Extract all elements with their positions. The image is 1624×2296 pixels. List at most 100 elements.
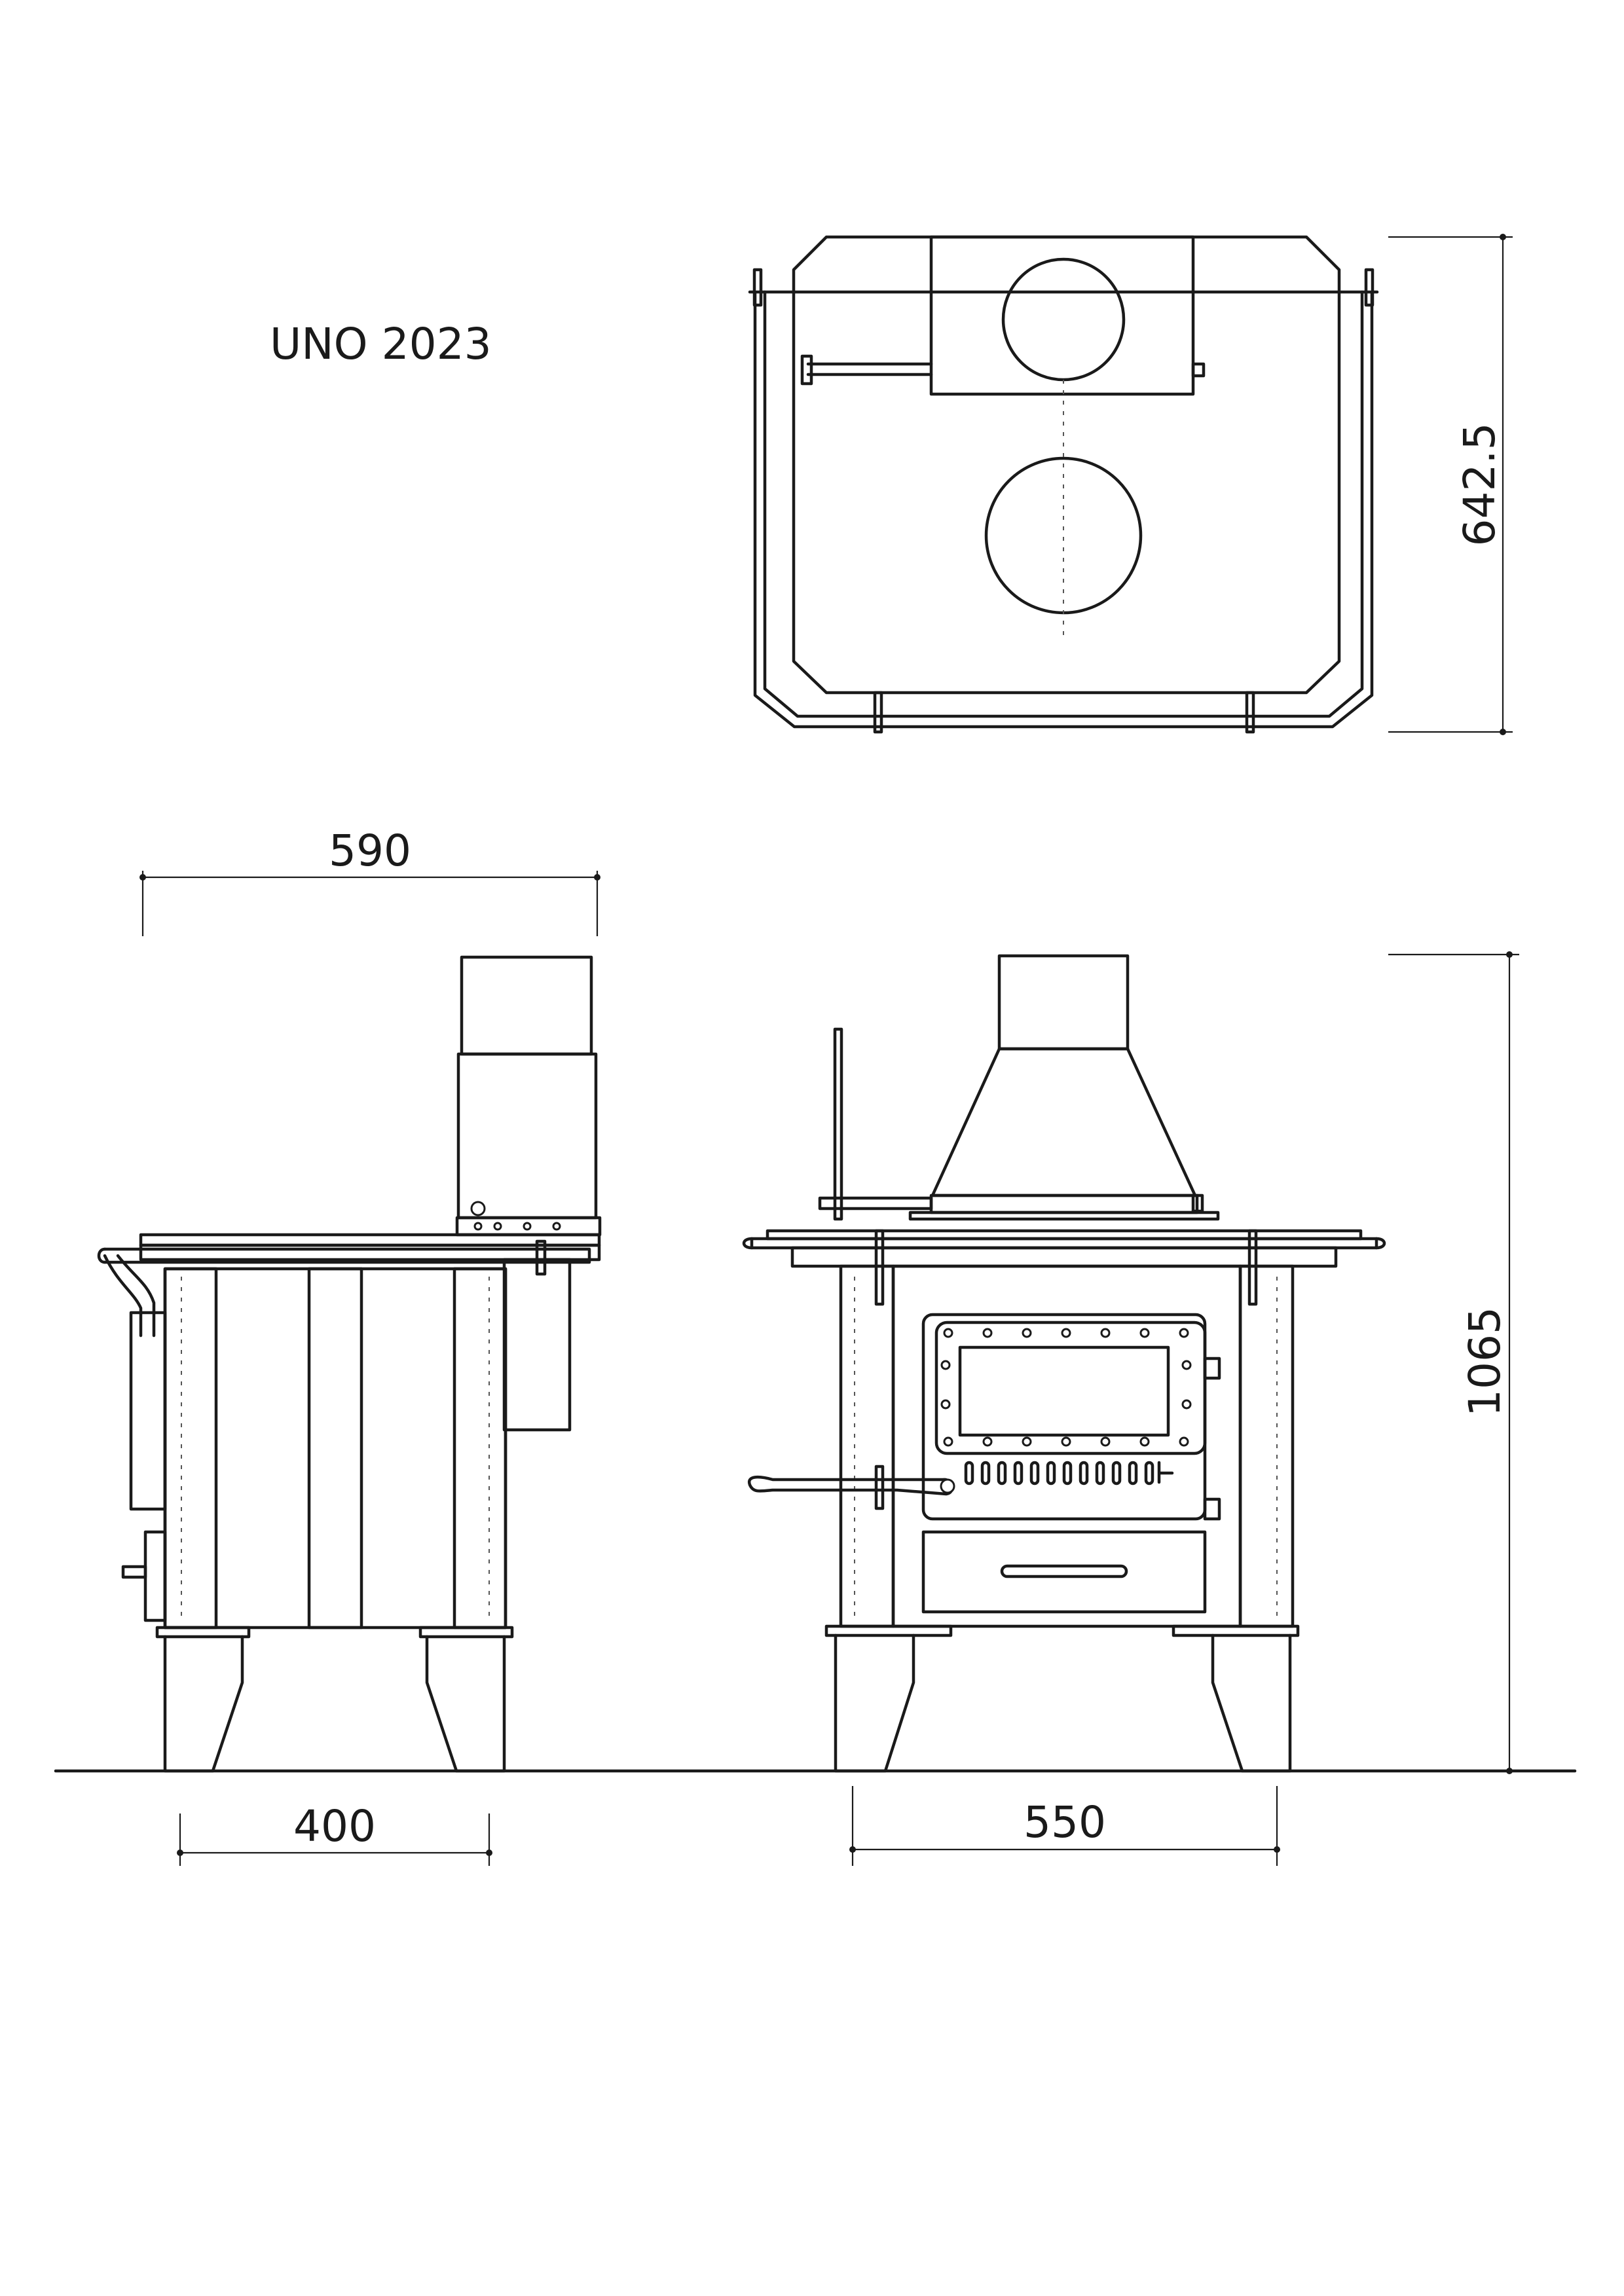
front-view-cooktop-top: [766, 1229, 1363, 1241]
front-view-door-rivets: [940, 1328, 1192, 1447]
front-view-dim550-tick-left: [849, 1846, 856, 1853]
side-view-drawer-edge: [143, 1530, 167, 1622]
door-rivet: [943, 1436, 953, 1447]
top-view-rail-inner: [763, 290, 1364, 718]
front-view-door-glass: [958, 1345, 1170, 1437]
side-view-flue-box: [502, 1258, 572, 1432]
side-view-leg-rear: [425, 1635, 506, 1773]
side-view-rear-post: [452, 1267, 507, 1630]
top-view-flue-circle: [1001, 257, 1126, 382]
front-view-hood-flange: [929, 1194, 1199, 1214]
top-view-cooktop-outline: [792, 235, 1341, 695]
side-view-foot-plate-front: [155, 1626, 251, 1639]
door-rivet: [1139, 1328, 1150, 1338]
door-rivet: [1022, 1328, 1032, 1338]
side-view-rail-hook: [103, 1254, 143, 1338]
vent-slot: [1128, 1461, 1138, 1485]
side-view-base-bolt-4: [552, 1222, 561, 1231]
side-view-foot-plate-rear: [418, 1626, 514, 1639]
door-rivet: [1061, 1328, 1071, 1338]
front-view-body-panel: [891, 1264, 1242, 1628]
door-rivet: [940, 1399, 951, 1410]
side-view-rail-clip: [535, 1239, 547, 1276]
top-view-rail-clip-right: [1245, 691, 1255, 734]
front-view-air-vents: [964, 1461, 1174, 1485]
side-view-flue-collar: [456, 1052, 598, 1220]
front-view-drawer-handle: [1000, 1564, 1128, 1578]
top-view: 642.5: [748, 234, 1513, 735]
side-view: 590 400: [97, 826, 602, 1866]
front-view-cooktop-ring: [908, 1211, 1220, 1221]
door-rivet: [982, 1328, 993, 1338]
front-view-dim550-tick-right: [1274, 1846, 1280, 1853]
height-dimension-label: 1065: [1460, 1307, 1510, 1417]
top-view-rail-post-left: [752, 268, 763, 307]
top-view-dim-tick-top: [1500, 234, 1506, 240]
vent-slot: [980, 1461, 991, 1485]
front-view-right-post: [1238, 1264, 1295, 1628]
vent-slot: [1062, 1461, 1073, 1485]
door-rivet: [1181, 1399, 1192, 1410]
side-view-rail-end: [97, 1247, 107, 1264]
side-leg-span-dimension-label: 400: [293, 1801, 376, 1851]
front-view-rail-ends: [742, 1237, 1386, 1250]
door-rivet: [1179, 1436, 1189, 1447]
side-view-base-bolt-2: [493, 1222, 502, 1231]
door-rivet: [1139, 1436, 1150, 1447]
door-rivet: [1100, 1436, 1111, 1447]
side-view-front-post: [163, 1267, 218, 1630]
front-view-hinge-bottom: [1203, 1497, 1221, 1521]
front-view-foot-plate-right: [1172, 1624, 1300, 1637]
vent-slot: [1013, 1461, 1024, 1485]
drawing-title: UNO 2023: [270, 319, 492, 369]
door-rivet: [940, 1360, 951, 1370]
front-view-damper-rod: [818, 1196, 933, 1211]
side-view-rail: [103, 1247, 591, 1264]
front-view-dim1065-tick-top: [1506, 951, 1513, 958]
side-view-leg-front: [163, 1635, 244, 1773]
top-view-rail: [753, 290, 1374, 729]
front-view-left-post: [839, 1264, 895, 1628]
front-view-handle-knob: [940, 1478, 955, 1494]
front-view-door-outer: [934, 1321, 1207, 1455]
front-view: 550 1065: [742, 951, 1519, 1866]
side-view-flue-pipe: [460, 955, 593, 1056]
side-view-dim590-tick-right: [594, 874, 600, 881]
top-view-rail-post-right: [1364, 268, 1375, 307]
side-view-dim400-tick-right: [486, 1850, 492, 1856]
top-depth-dimension-label: 642.5: [1454, 423, 1505, 547]
front-view-hinge-top: [1203, 1357, 1221, 1380]
front-view-ash-drawer: [921, 1530, 1207, 1614]
vent-slot: [1111, 1461, 1122, 1485]
front-view-door-handle: [747, 1475, 954, 1496]
top-view-damper-end: [1191, 362, 1206, 378]
vent-slot: [997, 1461, 1007, 1485]
door-rivet: [1100, 1328, 1111, 1338]
side-view-rail-hook-inner: [116, 1254, 156, 1338]
front-view-leg-right: [1211, 1633, 1292, 1773]
front-view-dim1065-tick-bottom: [1506, 1768, 1513, 1774]
side-view-collar-bolt: [470, 1201, 486, 1216]
front-view-cooktop-lip: [790, 1246, 1338, 1268]
front-leg-span-dimension-label: 550: [1024, 1797, 1106, 1848]
side-view-cooktop-lip: [139, 1243, 601, 1262]
top-view-damper-rod: [806, 362, 933, 376]
vent-slot: [964, 1461, 974, 1485]
front-view-leg-left: [834, 1633, 915, 1773]
top-view-rail-clip-left: [873, 691, 883, 734]
front-view-handle-clip: [874, 1465, 885, 1510]
door-rivet: [1181, 1360, 1192, 1370]
front-view-hood: [931, 1047, 1197, 1197]
front-view-damper-lever: [833, 1027, 843, 1221]
top-view-dim-tick-bottom: [1500, 729, 1506, 735]
front-view-flue-pipe: [997, 954, 1130, 1051]
top-view-chimney-plate: [929, 235, 1195, 396]
side-view-door-edge: [129, 1311, 167, 1511]
side-view-cooktop: [139, 1233, 601, 1247]
side-view-dim400-tick-left: [177, 1850, 183, 1856]
vent-slot: [1029, 1461, 1040, 1485]
front-view-door-frame: [921, 1313, 1207, 1521]
top-view-damper-knob: [800, 354, 813, 386]
door-rivet: [1022, 1436, 1032, 1447]
side-view-drawer-handle: [121, 1565, 147, 1579]
